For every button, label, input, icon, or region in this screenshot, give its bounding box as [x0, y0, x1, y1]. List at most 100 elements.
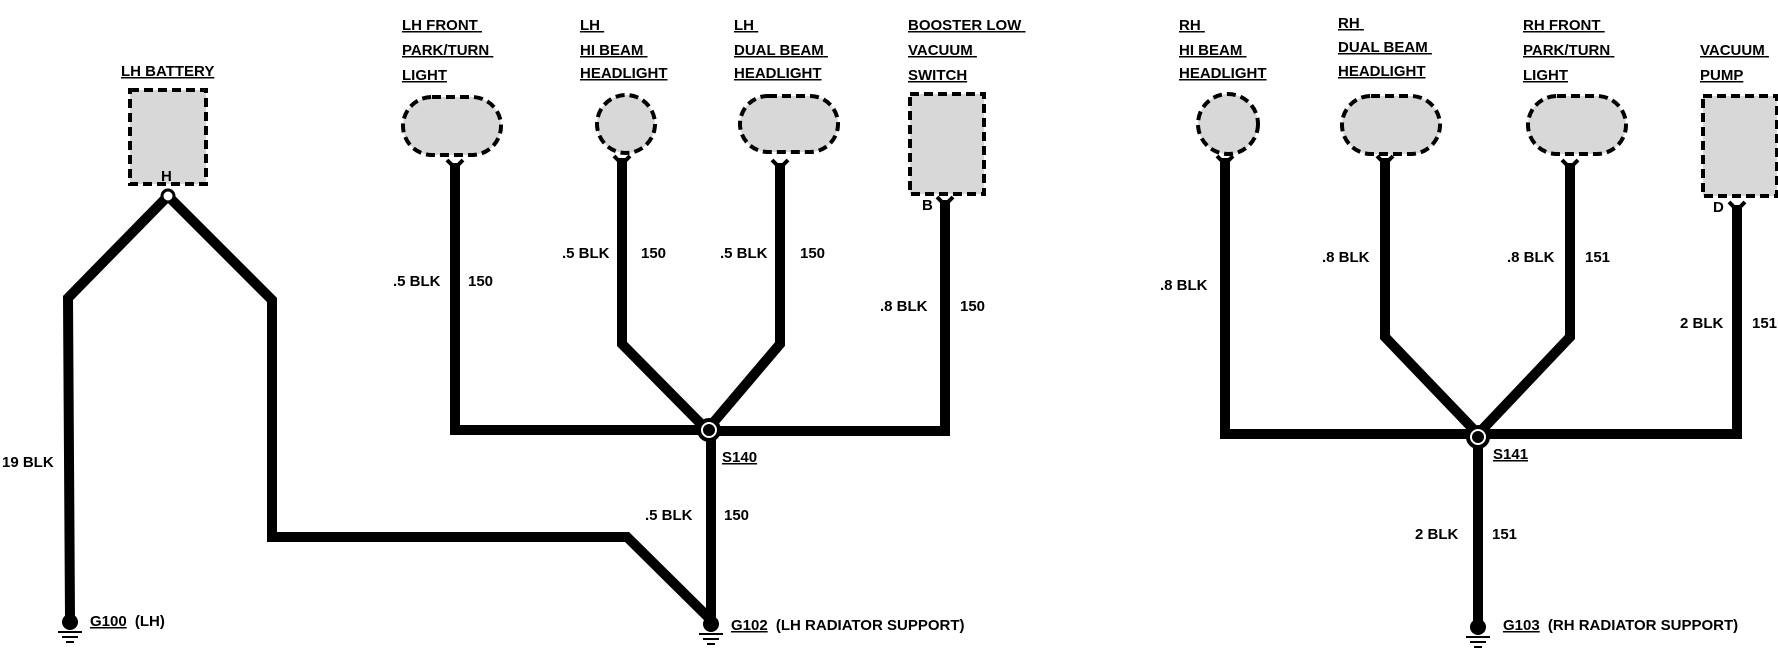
booster-low-vacuum-switch-label: BOOSTER LOW VACUUM SWITCH [908, 17, 1026, 84]
wire-booster-switch-gauge: .8 BLK [880, 298, 928, 315]
rh-front-park-turn-light-component [1526, 94, 1628, 156]
lh-dual-beam-line-2: DUAL BEAM [734, 42, 824, 59]
wire-rh-hi-beam-gauge: .8 BLK [1160, 277, 1208, 294]
wire-lh-park-turn-circuit: 150 [468, 273, 493, 290]
rh-hi-beam-connector [1215, 154, 1235, 167]
splices: S140 S141 [697, 418, 1528, 466]
vacuum-pump-terminal: D [1713, 199, 1724, 216]
lh-hi-beam-line-1: LH [580, 17, 600, 34]
lh-front-park-turn-light-label: LH FRONT PARK/TURN LIGHT [402, 17, 493, 84]
lh-hi-beam-line-2: HI BEAM [580, 42, 643, 59]
rh-hi-beam-headlight-component [1196, 92, 1260, 156]
wire-rh-dual-beam [1380, 158, 1486, 442]
lh-hi-beam-connector [612, 154, 632, 167]
wire-booster-switch-circuit: 150 [960, 298, 985, 315]
wire-lh-dual-beam-circuit: 150 [800, 245, 825, 262]
vacuum-pump-connector [1727, 200, 1747, 213]
ground-g102-label: G102 (LH RADIATOR SUPPORT) [731, 617, 964, 634]
wire-battery-to-g102 [160, 188, 719, 628]
ground-g100-desc: (LH) [135, 613, 165, 630]
lh-dual-beam-headlight-component [738, 94, 840, 154]
rh-front-park-turn-line-3: LIGHT [1523, 67, 1568, 84]
ground-g103-desc: (RH RADIATOR SUPPORT) [1548, 617, 1738, 634]
splice-s140-label: S140 [722, 449, 757, 466]
lh-front-park-turn-light-component [401, 95, 503, 157]
lh-front-park-turn-line-3: LIGHT [402, 67, 447, 84]
wires [62, 158, 1742, 630]
vacuum-pump-label: VACUUM PUMP [1700, 42, 1769, 84]
components: H B D [128, 88, 1778, 216]
lh-hi-beam-headlight-label: LH HI BEAM HEADLIGHT [580, 17, 668, 82]
ground-g102-symbol [699, 616, 723, 645]
wire-lh-hi-beam-gauge: .5 BLK [562, 245, 610, 262]
wire-rh-park-turn [1470, 163, 1575, 442]
wire-lh-dual-beam-gauge: .5 BLK [720, 245, 768, 262]
ground-g100-symbol [58, 614, 82, 643]
lh-dual-beam-line-3: HEADLIGHT [734, 65, 822, 82]
wire-lh-hi-beam [617, 158, 715, 438]
rh-dual-beam-line-3: HEADLIGHT [1338, 63, 1426, 80]
ground-g103-label: G103 (RH RADIATOR SUPPORT) [1503, 617, 1738, 634]
lh-dual-beam-connector [770, 158, 790, 171]
rh-dual-beam-connector [1375, 154, 1395, 167]
wire-lh-dual-beam [699, 163, 785, 438]
wire-rh-park-turn-gauge: .8 BLK [1507, 249, 1555, 266]
ground-g102-id: G102 [731, 617, 768, 634]
rh-dual-beam-line-2: DUAL BEAM [1338, 39, 1428, 56]
vacuum-pump-component [1701, 94, 1778, 198]
wire-s140-g102-gauge: .5 BLK [645, 507, 693, 524]
booster-switch-line-2: VACUUM [908, 42, 973, 59]
rh-hi-beam-line-1: RH [1179, 17, 1201, 34]
rh-front-park-turn-line-2: PARK/TURN [1523, 42, 1610, 59]
lh-dual-beam-headlight-label: LH DUAL BEAM HEADLIGHT [734, 17, 828, 82]
splice-s140-core [703, 424, 715, 436]
wire-s141-g103-circuit: 151 [1492, 526, 1517, 543]
vacuum-pump-line-2: PUMP [1700, 67, 1743, 84]
wire-rh-hi-beam [1220, 158, 1483, 439]
ground-g100-label: G100 (LH) [90, 613, 165, 630]
wire-rh-dual-beam-gauge: .8 BLK [1322, 249, 1370, 266]
wire-vacuum-pump-gauge: 2 BLK [1680, 315, 1724, 332]
vacuum-pump-line-1: VACUUM [1700, 42, 1765, 59]
wire-s141-g103-gauge: 2 BLK [1415, 526, 1459, 543]
wire-s140-g102-circuit: 150 [724, 507, 749, 524]
rh-hi-beam-headlight-label: RH HI BEAM HEADLIGHT [1179, 17, 1267, 82]
lh-hi-beam-line-3: HEADLIGHT [580, 65, 668, 82]
lh-dual-beam-line-1: LH [734, 17, 754, 34]
lh-battery-terminal: H [161, 168, 172, 185]
rh-hi-beam-line-3: HEADLIGHT [1179, 65, 1267, 82]
rh-front-park-turn-line-1: RH FRONT [1523, 17, 1601, 34]
splice-s141-core [1472, 431, 1484, 443]
booster-switch-line-3: SWITCH [908, 67, 967, 84]
splice-s141-label: S141 [1493, 446, 1528, 463]
lh-front-park-turn-line-2: PARK/TURN [402, 42, 489, 59]
ground-g103-id: G103 [1503, 617, 1540, 634]
ground-g100-id: G100 [90, 613, 127, 630]
rh-dual-beam-headlight-component [1340, 94, 1442, 156]
rh-dual-beam-headlight-label: RH DUAL BEAM HEADLIGHT [1338, 15, 1432, 80]
ground-g103-symbol [1466, 619, 1490, 648]
rh-hi-beam-line-2: HI BEAM [1179, 42, 1242, 59]
lh-front-park-turn-line-1: LH FRONT [402, 17, 478, 34]
wire-lh-park-turn [450, 163, 712, 435]
wire-battery-to-g100 [62, 188, 176, 624]
lh-battery-label: LH BATTERY [121, 63, 214, 80]
booster-switch-terminal: B [922, 197, 933, 214]
wire-lh-park-turn-gauge: .5 BLK [393, 273, 441, 290]
rh-front-park-turn-light-label: RH FRONT PARK/TURN LIGHT [1523, 17, 1614, 84]
ground-g102-desc: (LH RADIATOR SUPPORT) [776, 617, 965, 634]
wire-vacuum-pump-circuit: 151 [1752, 315, 1777, 332]
wire-rh-park-turn-circuit: 151 [1585, 249, 1610, 266]
lh-park-turn-connector [445, 158, 465, 171]
booster-switch-line-1: BOOSTER LOW [908, 17, 1022, 34]
wire-vacuum-pump [1473, 205, 1742, 439]
lh-hi-beam-headlight-component [595, 93, 657, 155]
battery-terminal-node [160, 188, 176, 204]
lh-battery-component [128, 88, 208, 186]
rh-park-turn-connector [1560, 158, 1580, 171]
rh-dual-beam-line-1: RH [1338, 15, 1360, 32]
booster-switch-connector [935, 195, 955, 208]
wire-booster-switch [702, 200, 950, 436]
wire-lh-hi-beam-circuit: 150 [641, 245, 666, 262]
